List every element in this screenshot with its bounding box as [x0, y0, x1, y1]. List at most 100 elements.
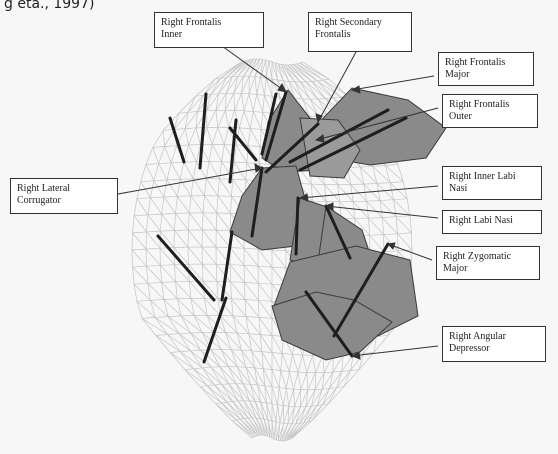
mesh-edge: [219, 178, 232, 197]
mesh-edge: [178, 95, 196, 114]
mesh-edge: [295, 406, 307, 424]
mesh-edge: [252, 94, 258, 112]
mesh-edge: [180, 315, 203, 333]
mesh-edge: [352, 201, 356, 219]
mesh-edge: [268, 61, 273, 80]
muscle-vector: [324, 204, 352, 260]
mesh-edge: [184, 111, 198, 129]
mesh-edge: [210, 77, 227, 95]
mesh-edge: [206, 94, 212, 111]
mesh-edge: [218, 76, 233, 95]
mesh-edge: [225, 76, 239, 94]
mesh-edge: [216, 195, 219, 214]
mesh-edge: [163, 299, 182, 317]
mesh-edge: [145, 163, 159, 165]
mesh-edge: [228, 366, 244, 385]
mesh-edge: [233, 144, 237, 163]
mesh-edge: [170, 145, 177, 163]
mesh-edge: [133, 284, 138, 302]
mesh-edge: [141, 318, 168, 335]
mesh-edge: [303, 405, 318, 423]
mesh-edge: [230, 281, 246, 300]
mesh-edge: [261, 351, 264, 369]
mesh-edge: [207, 385, 222, 404]
mesh-edge: [237, 400, 249, 419]
mesh-edge: [259, 418, 269, 437]
mesh-edge: [379, 200, 383, 218]
mesh-edge: [258, 299, 273, 302]
mesh-edge: [266, 402, 269, 421]
mesh-edge: [277, 404, 281, 423]
mesh-edge: [180, 351, 203, 369]
mesh-edge: [241, 76, 244, 94]
mesh-edge: [244, 299, 247, 317]
mesh-edge: [255, 435, 258, 437]
mesh-edge: [193, 178, 205, 196]
mesh-edge: [397, 164, 404, 182]
mesh-edge: [312, 355, 316, 373]
mesh-edge: [202, 229, 217, 248]
mesh-edge: [219, 161, 222, 179]
mesh-edge: [145, 249, 147, 267]
mesh-edge: [206, 315, 215, 333]
muscle-vector: [294, 196, 300, 256]
mesh-edge: [189, 281, 205, 299]
mesh-edge: [217, 298, 234, 317]
mesh-edge: [322, 387, 337, 405]
mesh-edge: [280, 370, 290, 372]
mesh-edge: [242, 383, 250, 402]
mesh-edge: [132, 215, 135, 233]
mesh-edge: [193, 368, 208, 387]
mesh-edge: [232, 315, 247, 317]
mesh-edge: [382, 217, 398, 235]
mesh-edge: [395, 216, 398, 234]
mesh-edge: [232, 315, 238, 334]
mesh-edge: [146, 265, 162, 283]
mesh-edge: [215, 212, 218, 231]
mesh-edge: [389, 182, 394, 200]
mesh-edge: [382, 216, 397, 218]
mesh-edge: [244, 264, 259, 267]
mesh-edge: [167, 316, 180, 334]
mesh-edge: [296, 63, 318, 82]
mesh-edge: [190, 178, 194, 196]
mesh-edge: [159, 247, 175, 265]
mesh-edge: [211, 127, 219, 145]
mesh-edge: [248, 93, 254, 112]
mesh-edge: [214, 384, 228, 403]
label-right-angular-depressor: Right Angular Depressor: [442, 326, 546, 362]
mesh-edge: [271, 386, 280, 389]
mesh-edge: [150, 180, 155, 198]
mesh-edge: [262, 95, 265, 113]
leader-angular-depressor: [351, 345, 439, 357]
mesh-edge: [160, 265, 163, 283]
mesh-edge: [288, 389, 294, 407]
mesh-edge: [241, 76, 250, 94]
mesh-edge: [188, 127, 197, 146]
mesh-edge: [220, 76, 227, 79]
mesh-edge: [167, 334, 181, 352]
mesh-edge: [254, 401, 265, 420]
mesh-edge: [368, 217, 383, 219]
mesh-edge: [277, 404, 284, 406]
mesh-edge: [379, 200, 397, 217]
mesh-edge: [215, 263, 231, 283]
mesh-edge: [327, 387, 338, 404]
mesh-edge: [161, 213, 176, 215]
mesh-edge: [263, 418, 269, 421]
mesh-edge: [299, 389, 302, 407]
mesh-edge: [279, 423, 285, 441]
mesh-edge: [286, 388, 294, 390]
mesh-edge: [411, 232, 413, 251]
mesh-edge: [359, 166, 378, 184]
mesh-edge: [265, 61, 270, 79]
mesh-edge: [249, 93, 257, 95]
mesh-edge: [258, 317, 273, 336]
mesh-edge: [290, 422, 305, 440]
mesh-edge: [190, 350, 203, 369]
mesh-edge: [322, 79, 341, 98]
mesh-edge: [204, 298, 221, 316]
mesh-edge: [187, 111, 198, 113]
mesh-edge: [158, 162, 172, 164]
